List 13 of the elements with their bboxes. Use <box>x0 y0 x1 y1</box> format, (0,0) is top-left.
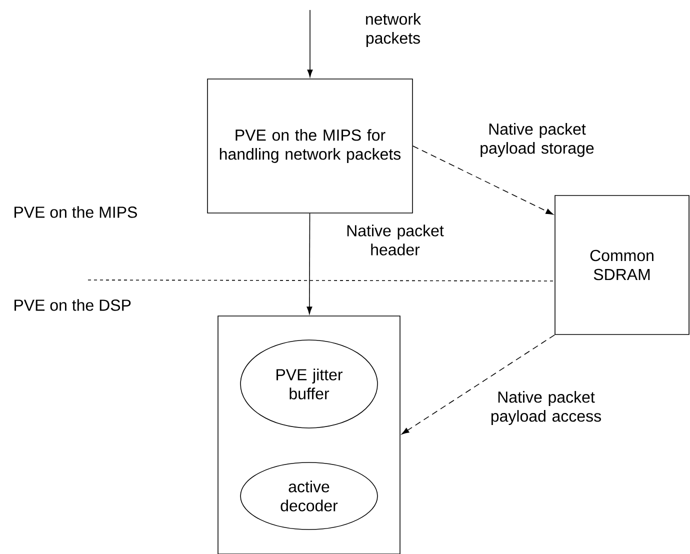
edge-label: Native packet header <box>347 224 444 256</box>
process-box: PVE on the MIPS for handling network packets <box>207 78 413 214</box>
arrow <box>412 146 554 215</box>
arrow <box>402 334 555 434</box>
region-label: PVE on the MIPS <box>14 206 137 218</box>
memory-box: Common SDRAM <box>554 195 690 335</box>
arrow <box>306 213 312 314</box>
edge-label: Native packet payload access <box>491 391 601 425</box>
region-label: PVE on the DSP <box>14 299 131 311</box>
edge-label: network packets <box>366 13 422 47</box>
processor-box <box>218 316 400 554</box>
edge-label: Native packet payload storage <box>480 123 594 157</box>
arrow <box>307 10 313 78</box>
